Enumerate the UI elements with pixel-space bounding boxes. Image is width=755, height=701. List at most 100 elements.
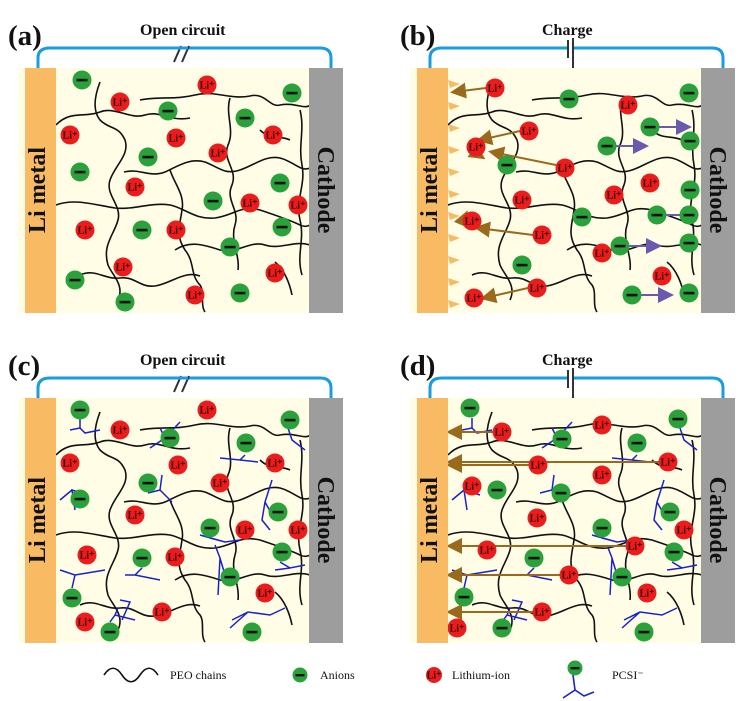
minus-sign-icon xyxy=(204,526,216,530)
lithium-ion: Li⁺ xyxy=(532,225,552,245)
minus-sign-icon xyxy=(616,575,628,579)
peo-chain xyxy=(448,109,583,126)
lithium-ion: Li⁺ xyxy=(125,505,145,525)
legend-item-anion: Anions xyxy=(292,667,355,683)
minus-sign-icon xyxy=(74,408,86,412)
minus-sign-icon xyxy=(638,630,650,634)
minus-sign-icon xyxy=(239,116,251,120)
peo-chain xyxy=(617,97,632,271)
circuit-state-label: Charge xyxy=(542,22,593,39)
minus-sign-icon xyxy=(626,293,638,297)
lithium-ion-label: Li⁺ xyxy=(128,183,143,194)
lithium-ion-label: Li⁺ xyxy=(488,84,503,95)
lithium-migration-arrow xyxy=(480,287,529,304)
minus-sign-icon xyxy=(651,213,663,217)
cathode-label: Cathode xyxy=(312,477,338,564)
peo-chain xyxy=(79,271,201,287)
lithium-ion: Li⁺ xyxy=(519,121,539,141)
lithium-ion: Li⁺ xyxy=(197,75,217,95)
lithium-ion: Li⁺ xyxy=(60,453,80,473)
lithium-ion-circle xyxy=(592,415,612,435)
panel-label: (b) xyxy=(400,20,435,52)
anion xyxy=(612,567,632,587)
lithium-ion-circle xyxy=(640,173,660,193)
anion xyxy=(460,398,480,418)
lithium-ion-circle xyxy=(555,158,575,178)
lithium-ion-label: Li⁺ xyxy=(291,201,306,212)
lithium-ion-label: Li⁺ xyxy=(188,291,203,302)
circuit-state-label: Open circuit xyxy=(140,22,226,39)
minus-sign-icon xyxy=(501,163,513,167)
lithium-ion-label: Li⁺ xyxy=(78,618,93,629)
lithium-ion-circle xyxy=(492,422,512,442)
lithium-ion-label: Li⁺ xyxy=(469,143,484,154)
peo-chain xyxy=(123,156,309,175)
lithium-ion-label: Li⁺ xyxy=(116,263,131,274)
minus-sign-icon xyxy=(276,225,288,229)
lithium-ion: Li⁺ xyxy=(492,422,512,442)
lithium-ion-circle xyxy=(197,75,217,95)
lithium-ion: Li⁺ xyxy=(235,520,255,540)
anion xyxy=(680,180,700,200)
peo-chain xyxy=(274,591,293,626)
anion xyxy=(524,548,544,568)
minus-sign-icon xyxy=(664,510,676,514)
li-metal-anode xyxy=(417,398,448,643)
pcsi-chain xyxy=(287,427,306,451)
peo-chain xyxy=(94,411,127,631)
pcsi-chain xyxy=(219,454,259,463)
minus-sign-icon xyxy=(74,497,86,501)
minus-sign-icon xyxy=(672,417,684,421)
lithium-ion-label: Li⁺ xyxy=(243,199,258,210)
peo-chain xyxy=(123,486,309,505)
peo-chain xyxy=(471,271,593,287)
lithium-ion: Li⁺ xyxy=(265,263,285,283)
lithium-ion-circle xyxy=(527,278,547,298)
peo-chain xyxy=(666,591,685,626)
anion xyxy=(72,70,92,90)
anion xyxy=(680,131,700,151)
minus-sign-icon xyxy=(668,550,680,554)
lithium-ion-label: Li⁺ xyxy=(268,269,283,280)
minus-sign-icon xyxy=(286,91,298,95)
pcsi-chain xyxy=(214,544,226,596)
lithium-ion-label: Li⁺ xyxy=(291,526,306,537)
lithium-ion: Li⁺ xyxy=(166,128,186,148)
lithium-ion: Li⁺ xyxy=(640,173,660,193)
anion xyxy=(70,162,90,182)
peo-chain xyxy=(297,109,304,276)
anion xyxy=(512,255,532,275)
electrolyte-content: Li⁺Li⁺Li⁺Li⁺Li⁺Li⁺Li⁺Li⁺Li⁺Li⁺Li⁺Li⁺Li⁺L… xyxy=(448,398,701,643)
peo-chain xyxy=(486,411,519,631)
lithium-ion: Li⁺ xyxy=(263,125,283,145)
lithium-ion: Li⁺ xyxy=(485,78,505,98)
lithium-ion: Li⁺ xyxy=(208,143,228,163)
lithium-ion-label: Li⁺ xyxy=(661,458,676,469)
circuit-state-label: Charge xyxy=(542,352,593,369)
lithium-ion: Li⁺ xyxy=(110,420,130,440)
minus-sign-icon xyxy=(136,556,148,560)
anion xyxy=(622,285,642,305)
lithium-dendrite xyxy=(448,168,460,176)
anion xyxy=(492,618,512,638)
lithium-ion-label: Li⁺ xyxy=(113,426,128,437)
li-metal-anode xyxy=(25,68,56,313)
lithium-ion-circle xyxy=(462,211,482,231)
lithium-ion-circle xyxy=(208,143,228,163)
pcsi-chain xyxy=(679,427,698,451)
peo-chain xyxy=(225,97,240,271)
anion xyxy=(487,480,507,500)
peo-chain xyxy=(174,572,309,582)
panel-label: (c) xyxy=(8,350,40,382)
lithium-ion: Li⁺ xyxy=(168,455,188,475)
lithium-migration-arrow xyxy=(474,221,534,238)
pcsi-chain xyxy=(125,567,161,581)
lithium-ion-circle xyxy=(60,453,80,473)
lithium-ion-circle xyxy=(618,95,638,115)
lithium-ion: Li⁺ xyxy=(592,243,612,263)
anion xyxy=(272,217,292,237)
lithium-ion-label: Li⁺ xyxy=(78,226,93,237)
lithium-ion: Li⁺ xyxy=(477,540,497,560)
lithium-ion-circle xyxy=(110,420,130,440)
lithium-ion-circle xyxy=(166,128,186,148)
